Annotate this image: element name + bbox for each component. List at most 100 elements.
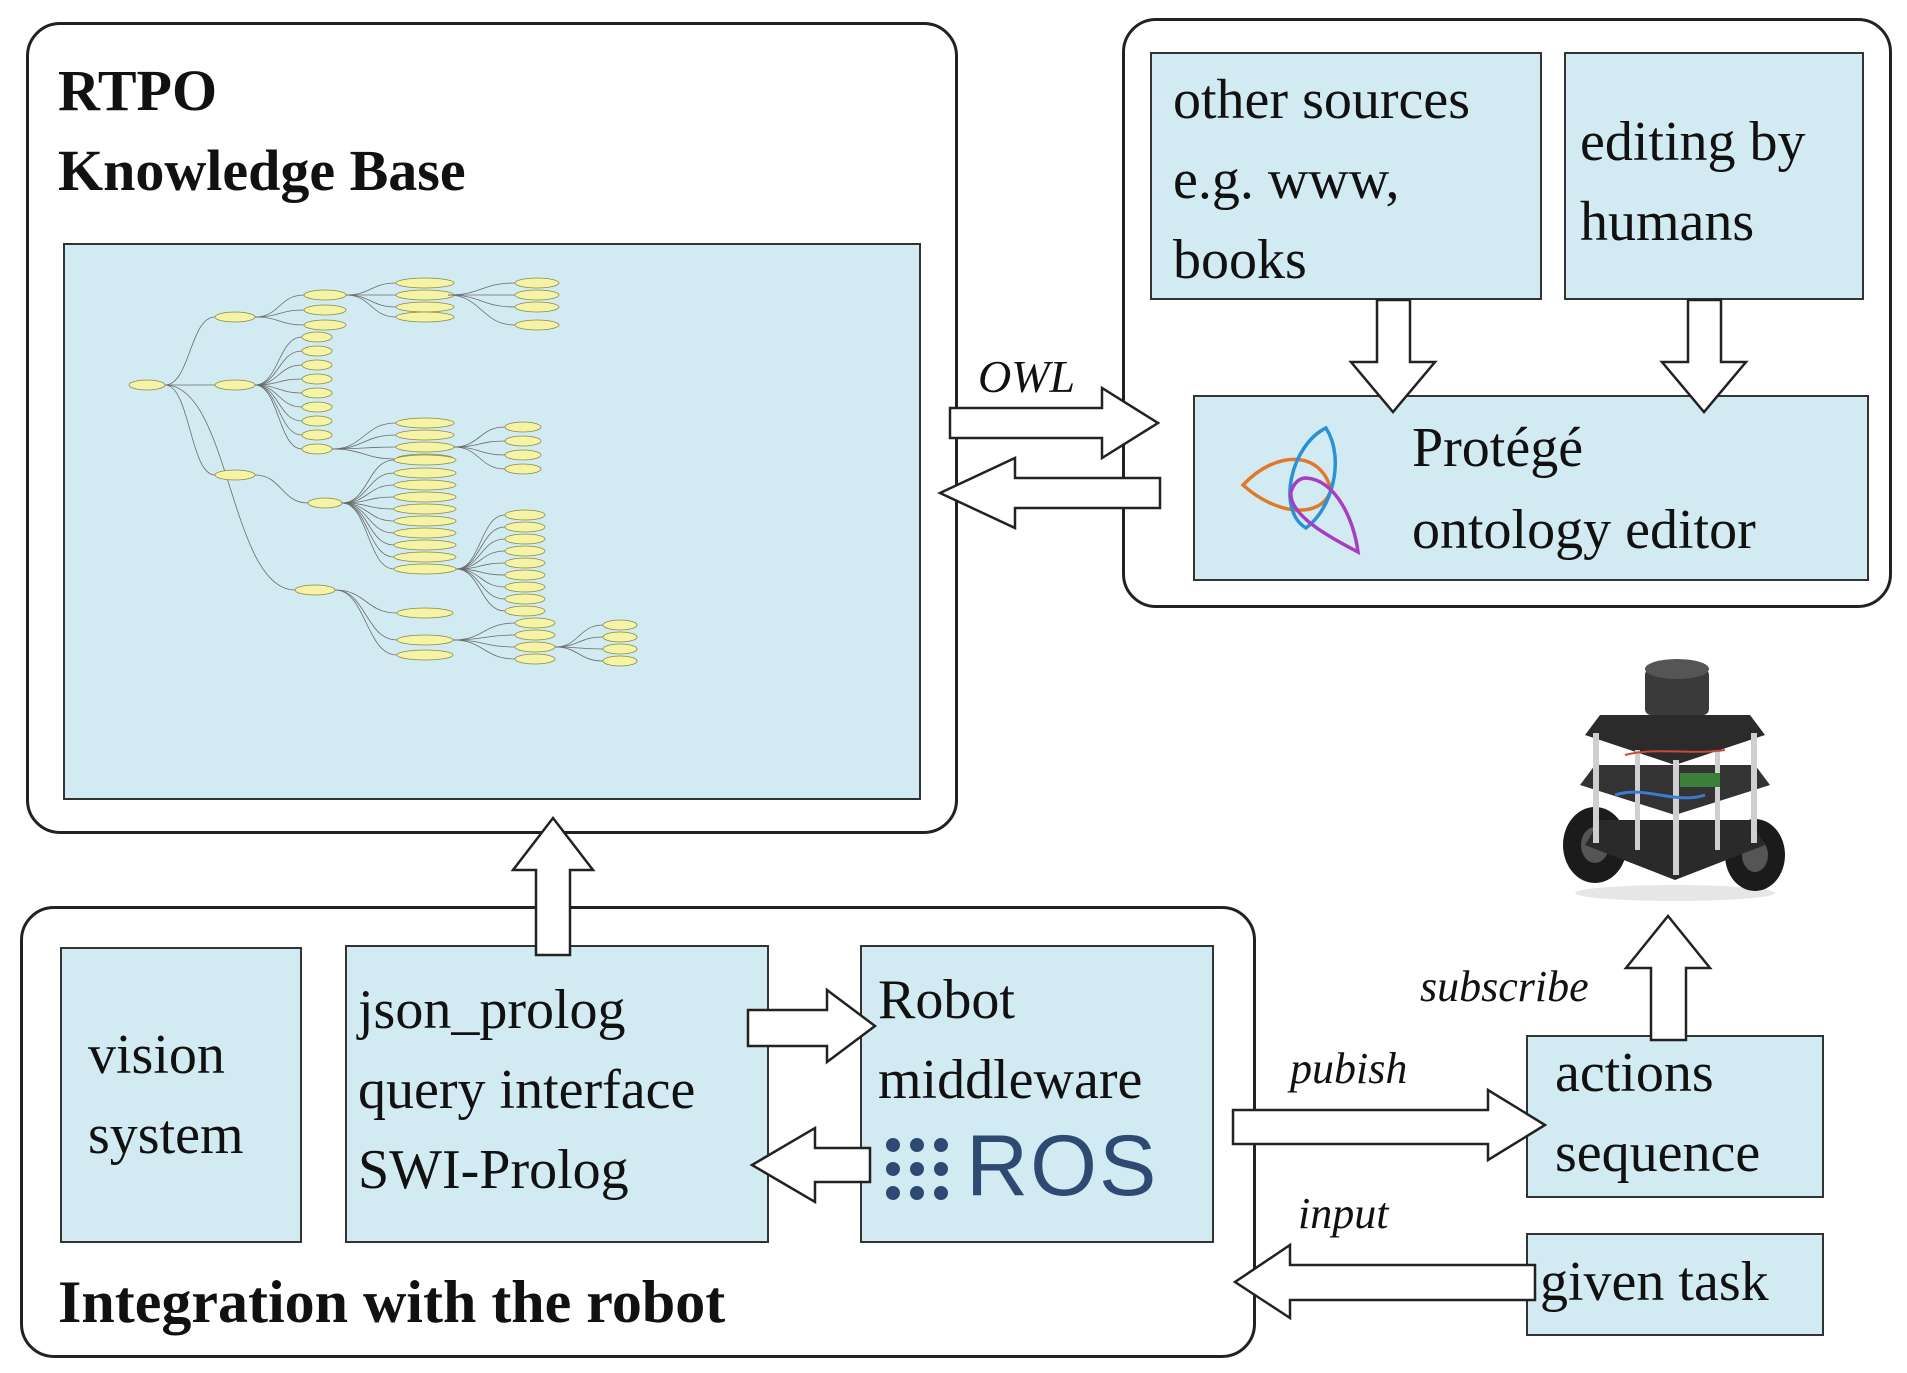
ontology-edge: [254, 384, 303, 450]
protege-logo-icon: [1236, 420, 1366, 560]
ontology-node: [514, 289, 560, 301]
input-label: input: [1298, 1189, 1389, 1238]
ontology-node: [514, 277, 560, 289]
ontology-node: [514, 653, 556, 665]
vision-system-line2: system: [88, 1104, 244, 1166]
ontology-node: [504, 569, 546, 581]
other-sources-line3: books: [1173, 229, 1307, 291]
ontology-edge: [254, 294, 305, 318]
middleware-line2: middleware: [878, 1049, 1143, 1111]
ontology-edge: [447, 294, 516, 326]
vision-system-box: [60, 947, 302, 1243]
humans-down-arrow: [1659, 298, 1749, 414]
ontology-node: [514, 629, 556, 641]
middleware-line1: Robot: [878, 969, 1015, 1031]
ontology-node: [393, 539, 457, 551]
ontology-edge: [341, 502, 395, 570]
ontology-node: [301, 373, 333, 385]
ontology-node: [514, 617, 556, 629]
ontology-node: [395, 417, 455, 429]
ontology-node: [504, 449, 542, 461]
ontology-node: [393, 527, 457, 539]
ontology-graph: [128, 277, 638, 667]
subscribe-label: subscribe: [1420, 962, 1589, 1011]
ontology-node: [514, 301, 560, 313]
ontology-edge: [334, 589, 398, 614]
prolog-to-ros-arrow: [746, 987, 878, 1065]
ontology-edge: [164, 316, 216, 386]
ontology-node: [393, 491, 457, 503]
ontology-node: [504, 593, 546, 605]
ontology-edge: [164, 384, 216, 476]
owl-label: OWL: [978, 351, 1076, 402]
vision-system-line1: vision: [88, 1024, 225, 1086]
ros-dots-icon: [884, 1136, 950, 1202]
ontology-edge: [331, 448, 397, 460]
editing-by-humans-line2: humans: [1580, 191, 1755, 253]
editing-by-humans-box: [1564, 52, 1864, 300]
kb-title-line2: Knowledge Base: [58, 138, 466, 203]
protege-line1: Protégé: [1412, 417, 1584, 479]
publish-label: pubish: [1290, 1044, 1408, 1093]
ontology-edge: [455, 538, 506, 570]
integration-title: Integration with the robot: [58, 1269, 726, 1335]
ontology-edge: [455, 514, 506, 570]
ontology-node: [504, 509, 546, 521]
ontology-node: [504, 545, 546, 557]
ontology-node: [396, 649, 454, 661]
publish-arrow: [1231, 1087, 1548, 1163]
ontology-graph-view: [63, 243, 921, 800]
ontology-edge: [554, 646, 604, 662]
prolog-up-arrow: [510, 815, 596, 957]
ontology-node: [303, 319, 347, 331]
ontology-node: [128, 379, 166, 391]
ontology-edge: [254, 474, 309, 504]
protege-box: [1193, 395, 1869, 581]
ontology-node: [301, 415, 333, 427]
kb-title-line1: RTPO: [58, 58, 218, 123]
ontology-node: [393, 503, 457, 515]
ontology-node: [504, 521, 546, 533]
input-arrow: [1232, 1242, 1537, 1321]
other-sources-box: [1150, 52, 1542, 300]
ros-to-prolog-arrow: [749, 1125, 872, 1205]
ontology-node: [504, 421, 542, 433]
ontology-node: [504, 605, 546, 617]
other-sources-down-arrow: [1348, 298, 1438, 414]
ontology-edge: [254, 316, 305, 326]
given-task-label: given task: [1540, 1251, 1769, 1313]
ontology-edge: [254, 350, 303, 386]
subscribe-up-arrow: [1623, 914, 1713, 1042]
ontology-node: [602, 619, 638, 631]
ontology-node: [504, 533, 546, 545]
owl-arrow-left: [937, 456, 1162, 530]
ontology-node: [393, 479, 457, 491]
ontology-node: [396, 607, 454, 619]
ontology-node: [301, 401, 333, 413]
ontology-node: [395, 429, 455, 441]
ontology-edge: [164, 384, 296, 591]
ros-logo-text: ROS: [966, 1118, 1159, 1214]
prolog-line2: query interface: [358, 1059, 696, 1121]
actions-line2: sequence: [1555, 1122, 1761, 1184]
ontology-node: [393, 551, 457, 563]
ontology-node: [504, 435, 542, 447]
actions-sequence-box: [1526, 1035, 1824, 1198]
ontology-node: [303, 304, 347, 316]
ontology-node: [602, 643, 638, 655]
ontology-edge: [452, 639, 516, 660]
ontology-edge: [334, 589, 398, 656]
ontology-node: [395, 277, 455, 289]
prolog-line1: json_prolog: [358, 979, 626, 1041]
ontology-node: [393, 454, 457, 466]
ontology-node: [514, 319, 560, 331]
editing-by-humans-line1: editing by: [1580, 111, 1806, 173]
ontology-node: [602, 631, 638, 643]
ontology-node: [301, 345, 333, 357]
ontology-node: [504, 557, 546, 569]
ontology-node: [301, 359, 333, 371]
ontology-node: [393, 515, 457, 527]
other-sources-line2: e.g. www,: [1173, 149, 1400, 211]
ontology-edge: [345, 294, 397, 318]
